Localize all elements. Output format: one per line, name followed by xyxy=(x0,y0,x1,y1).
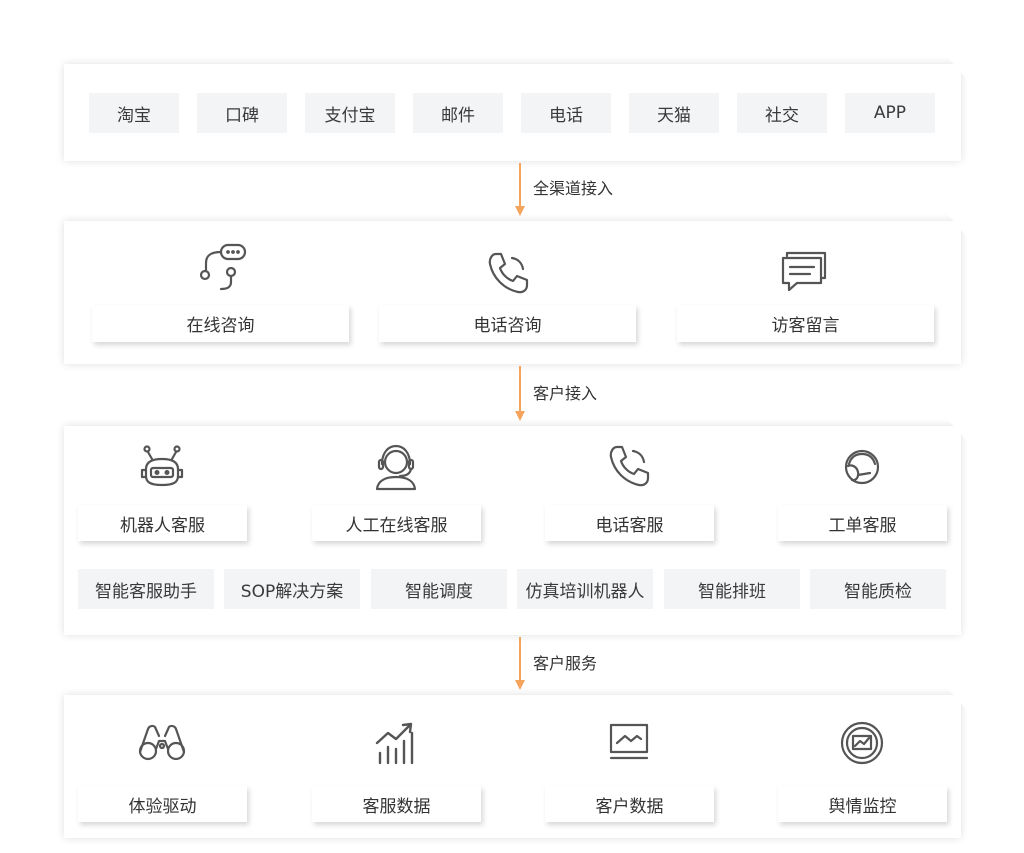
channels-panel: 淘宝 口碑 支付宝 邮件 电话 天猫 社交 APP xyxy=(64,64,961,161)
channel-chip[interactable]: 口碑 xyxy=(197,93,287,133)
service-label[interactable]: 电话客服 xyxy=(545,505,714,541)
feature-chip[interactable]: SOP解决方案 xyxy=(224,569,360,609)
channel-chip[interactable]: 电话 xyxy=(521,93,611,133)
data-label[interactable]: 体验驱动 xyxy=(78,786,247,822)
data-panel: 体验驱动 客服数据 客户数据 舆情监控 xyxy=(64,695,961,838)
feature-chip[interactable]: 智能调度 xyxy=(371,569,507,609)
service-panel: 机器人客服 人工在线客服 电话客服 工单客服 智能客服助手 SOP解决方案 智能 xyxy=(64,426,961,635)
feature-chip[interactable]: 智能排班 xyxy=(664,569,800,609)
monitor-icon xyxy=(601,719,657,767)
connector-line xyxy=(519,637,521,681)
service-label[interactable]: 人工在线客服 xyxy=(312,505,481,541)
service-label[interactable]: 机器人客服 xyxy=(78,505,247,541)
consult-label[interactable]: 电话咨询 xyxy=(379,305,636,342)
feature-chip[interactable]: 智能质检 xyxy=(810,569,946,609)
arrow-down-icon xyxy=(515,411,525,421)
trend-monitor-icon xyxy=(834,719,890,767)
connector-label: 全渠道接入 xyxy=(533,179,614,198)
consult-label[interactable]: 在线咨询 xyxy=(92,305,349,342)
connector-line xyxy=(519,163,521,207)
channel-chip[interactable]: 支付宝 xyxy=(305,93,395,133)
connector-label: 客户接入 xyxy=(533,384,598,403)
chat-route-icon xyxy=(194,242,250,298)
service-label[interactable]: 工单客服 xyxy=(778,505,947,541)
data-label[interactable]: 舆情监控 xyxy=(778,786,947,822)
channel-chip[interactable]: 淘宝 xyxy=(89,93,179,133)
arrow-down-icon xyxy=(515,680,525,690)
connector-label: 客户服务 xyxy=(533,654,598,673)
phone-icon xyxy=(480,246,536,302)
ticket-headset-icon xyxy=(834,442,890,492)
robot-icon xyxy=(134,442,190,492)
channel-chip[interactable]: 社交 xyxy=(737,93,827,133)
consult-panel: 在线咨询 电话咨询 访客留言 xyxy=(64,221,961,364)
channel-chip[interactable]: 天猫 xyxy=(629,93,719,133)
arrow-down-icon xyxy=(515,206,525,216)
growth-chart-icon xyxy=(368,719,424,767)
channel-chip[interactable]: 邮件 xyxy=(413,93,503,133)
message-icon xyxy=(777,242,833,298)
binoculars-icon xyxy=(134,719,190,767)
consult-label[interactable]: 访客留言 xyxy=(677,305,934,342)
headset-agent-icon xyxy=(368,442,424,492)
phone-icon xyxy=(601,442,657,492)
data-label[interactable]: 客户数据 xyxy=(545,786,714,822)
feature-chip[interactable]: 仿真培训机器人 xyxy=(517,569,653,609)
channel-chip[interactable]: APP xyxy=(845,93,935,133)
connector-line xyxy=(519,366,521,412)
feature-chip[interactable]: 智能客服助手 xyxy=(78,569,214,609)
data-label[interactable]: 客服数据 xyxy=(312,786,481,822)
